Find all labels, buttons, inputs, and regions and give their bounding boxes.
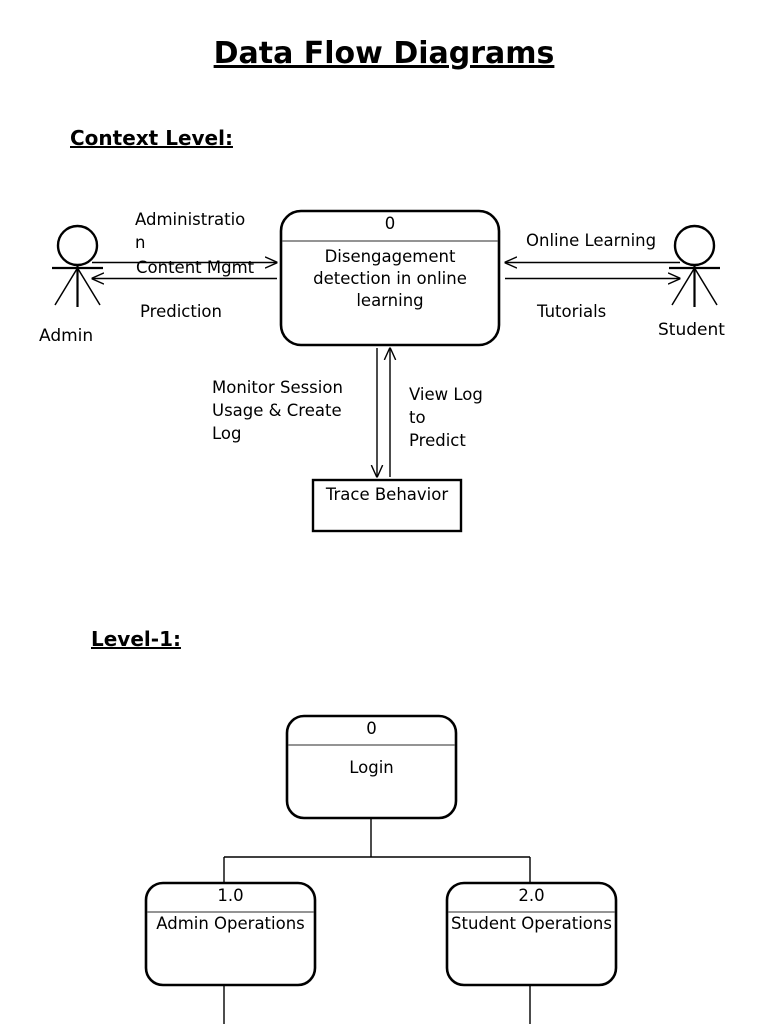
process-name-context-0: Disengagement detection in online learni… — [313, 247, 467, 310]
level1-connectors — [223, 818, 531, 1024]
flow-label-monitor-session-usage: Monitor Session Usage & Create Log — [212, 378, 343, 443]
process-name-level1-admin-operations: Admin Operations — [156, 914, 305, 933]
process-name-level1-login: Login — [349, 758, 394, 777]
process-box-level1-2 — [445, 881, 618, 987]
section-heading-context-level: Context Level: — [70, 126, 233, 150]
actor-student-figure — [669, 224, 720, 307]
flow-label-prediction: Prediction — [140, 302, 222, 321]
process-box-level1-1 — [144, 881, 317, 987]
process-number-context-0: 0 — [384, 214, 396, 233]
actor-label-student: Student — [658, 320, 725, 340]
section-heading-level-1: Level-1: — [91, 627, 181, 651]
page-title: Data Flow Diagrams — [213, 36, 555, 71]
process-number-level1-1: 1.0 — [217, 886, 244, 905]
data-store-trace-behavior-box — [311, 478, 463, 533]
process-box-context-0 — [279, 209, 501, 347]
flow-label-online-learning: Online Learning — [526, 231, 657, 250]
flow-label-content-mgmt: Content Mgmt — [136, 258, 255, 277]
process-number-level1-0: 0 — [366, 719, 377, 738]
flow-label-tutorials: Tutorials — [537, 302, 607, 321]
data-store-label-trace-behavior: Trace Behavior — [325, 485, 449, 504]
actor-admin-figure — [52, 224, 103, 307]
process-name-level1-student-operations: Student Operations — [451, 914, 612, 933]
process-number-level1-2: 2.0 — [518, 886, 545, 905]
flow-label-administration: Administratio n — [135, 210, 246, 252]
flow-label-view-log-to-predict: View Log to Predict — [409, 385, 483, 450]
actor-label-admin: Admin — [39, 326, 94, 346]
